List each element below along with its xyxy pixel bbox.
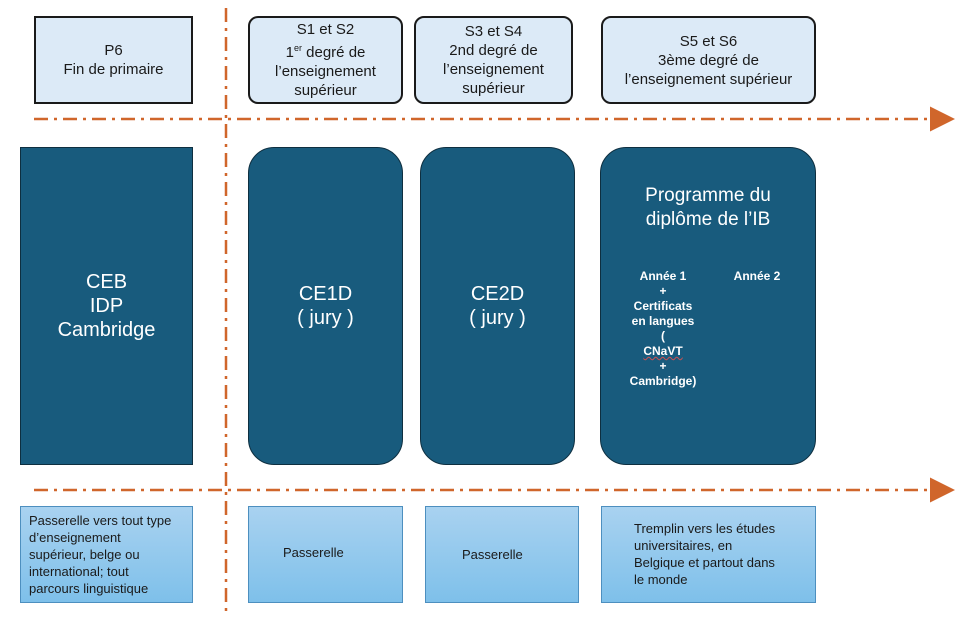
header-s3-line1: S3 et S4: [464, 23, 523, 40]
footer-1-line3: supérieur, belge ou: [29, 547, 140, 562]
footer-passerelle-s2: Passerelle: [248, 506, 403, 603]
block-ib-diploma: Programme du diplôme de l’IB Année 1 + C…: [600, 147, 816, 465]
ib-year1: Année 1 + Certificats en langues (CNaVT+…: [615, 269, 711, 389]
header-s5-line1: S5 et S6: [679, 32, 738, 50]
ib-year1-line2: +: [659, 284, 667, 298]
header-s1-ordinal: 1: [285, 44, 294, 61]
ib-year1-paren: (: [661, 329, 665, 343]
footer-1-line2: d’enseignement: [29, 530, 121, 545]
ib-year1-line3: Certificats: [633, 299, 693, 313]
ib-year1-cnavt: CNaVT: [643, 344, 683, 358]
block-ce1d-line2: ( jury ): [297, 307, 354, 329]
ib-year1-plus: +: [659, 359, 667, 373]
header-p6: P6 Fin de primaire: [34, 16, 193, 104]
footer-1-line4: international; tout: [29, 564, 129, 579]
block-ceb-line2: IDP: [89, 295, 124, 317]
footer-1-line5: parcours linguistique: [29, 581, 149, 596]
header-s3-line3: l’enseignement: [443, 61, 544, 78]
header-s1-line4: supérieur: [294, 82, 357, 99]
header-p6-line2: Fin de primaire: [63, 61, 164, 78]
footer-3-line1: Passerelle: [462, 547, 523, 562]
ib-year2-label: Année 2: [733, 269, 781, 283]
header-s1-line2-text: degré de: [306, 44, 366, 61]
footer-passerelle-s4: Passerelle: [425, 506, 579, 603]
block-ce2d-line1: CE2D: [470, 283, 525, 305]
header-s3-line4: supérieur: [462, 80, 525, 97]
block-ceb-line3: Cambridge: [57, 319, 156, 341]
ib-title: Programme du diplôme de l’IB: [601, 184, 815, 232]
footer-4-line2: universitaires, en: [634, 538, 733, 553]
header-s1-s2: S1 et S2 1er degré de l’enseignement sup…: [248, 16, 403, 104]
block-ce1d-line1: CE1D: [298, 283, 353, 305]
header-s1-superscript: er: [293, 43, 302, 53]
ib-year1-line5: (CNaVT+: [615, 329, 711, 374]
block-ce1d: CE1D ( jury ): [248, 147, 403, 465]
header-s3-s4: S3 et S4 2nd degré de l’enseignement sup…: [414, 16, 573, 104]
block-ce2d: CE2D ( jury ): [420, 147, 575, 465]
footer-4-line1: Tremplin vers les études: [634, 521, 776, 536]
footer-4-line4: le monde: [634, 572, 688, 587]
block-ce2d-line2: ( jury ): [469, 307, 526, 329]
ib-year1-line6: Cambridge): [629, 374, 697, 388]
header-s1-line2: 1er degré de: [275, 39, 376, 62]
block-ceb-idp-cambridge: CEB IDP Cambridge: [20, 147, 193, 465]
ib-title-line2: diplôme de l’IB: [645, 209, 771, 230]
ib-year1-line1: Année 1: [639, 269, 687, 283]
footer-2-line1: Passerelle: [283, 545, 344, 560]
header-s3-line2: 2nd degré de: [449, 42, 538, 59]
ib-year2: Année 2: [717, 269, 797, 284]
header-p6-line1: P6: [104, 42, 123, 59]
footer-passerelle-international: Passerelle vers tout type d’enseignement…: [20, 506, 193, 603]
footer-4-line3: Belgique et partout dans: [634, 555, 775, 570]
header-s5-line3: l’enseignement supérieur: [624, 70, 793, 88]
header-s5-s6: S5 et S6 3ème degré de l’enseignement su…: [601, 16, 816, 104]
header-s1-line3: l’enseignement: [275, 63, 376, 80]
ib-title-line1: Programme du: [645, 185, 771, 206]
block-ceb-line1: CEB: [85, 271, 128, 293]
header-s5-line2: 3ème degré de: [658, 51, 759, 69]
ib-year1-line4: en langues: [631, 314, 695, 328]
header-s1-line1: S1 et S2: [296, 21, 355, 38]
footer-1-line1: Passerelle vers tout type: [29, 513, 172, 528]
footer-tremplin: Tremplin vers les études universitaires,…: [601, 506, 816, 603]
